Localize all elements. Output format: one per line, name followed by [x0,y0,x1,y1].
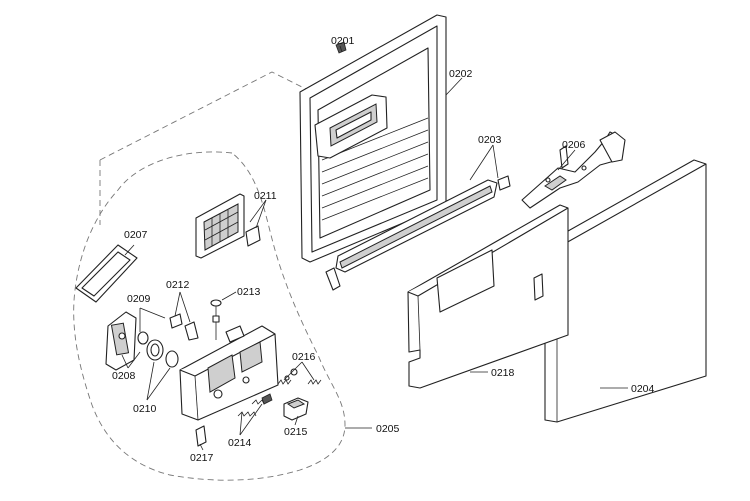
seal-rings [137,331,179,368]
inner-door-panel [299,14,447,263]
label-0205: 0205 [376,423,400,435]
label-0217: 0217 [190,452,214,464]
label-0203: 0203 [478,134,502,146]
middle-panel [407,204,569,389]
springs-0216 [277,368,322,385]
label-0201: 0201 [331,35,355,47]
clip-0217 [195,425,207,447]
part-labels: 0201 0202 0203 0206 0211 0207 0212 0213 … [112,35,655,464]
label-0218: 0218 [491,367,515,379]
label-0208: 0208 [112,370,136,382]
actuator-block [283,397,309,421]
label-0207: 0207 [124,229,148,241]
label-0216: 0216 [292,351,316,363]
grid-lines [204,210,239,246]
lever-parts [139,307,199,341]
label-0212: 0212 [166,279,190,291]
label-0202: 0202 [449,68,473,80]
label-0209: 0209 [127,293,151,305]
group-outline-frame [99,71,309,225]
control-panel-grid [195,193,261,259]
bottom-trim-strip [325,175,511,291]
label-0215: 0215 [284,426,308,438]
label-0210: 0210 [133,403,157,415]
screw-pin [210,299,222,340]
group-outline-0205 [73,151,346,481]
label-0211: 0211 [254,190,277,202]
gasket-frame [75,244,138,303]
label-0204: 0204 [631,383,655,395]
outer-door-panel [544,159,707,423]
leader-lines [121,77,628,451]
hinge-screw-0201 [335,41,347,54]
dispenser-body [179,325,279,421]
hinge-bracket [521,131,626,209]
label-0206: 0206 [562,139,586,151]
label-0214: 0214 [228,437,252,449]
dispenser-cover [105,311,137,371]
label-0213: 0213 [237,286,261,298]
